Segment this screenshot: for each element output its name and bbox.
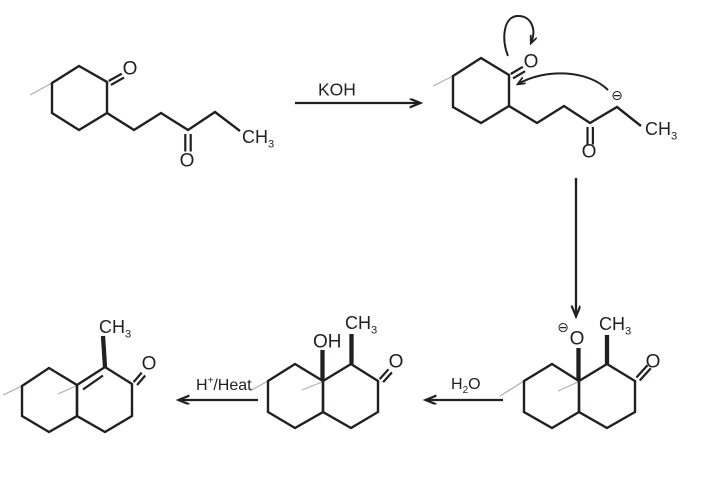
curved-arrow-pi-to-oxygen bbox=[503, 14, 533, 57]
methyl-text: CH bbox=[99, 317, 125, 337]
ring-carbonyl-double-bond bbox=[378, 368, 393, 383]
bold-bond-to-methyl bbox=[100, 335, 108, 368]
label-methyl-m1: CH3 bbox=[242, 127, 274, 150]
alkene-inner-line bbox=[82, 374, 104, 391]
methyl-text: CH bbox=[645, 119, 671, 139]
label-methyl-m3: CH3 bbox=[599, 314, 631, 337]
ring-carbonyl-double-bond bbox=[510, 65, 526, 80]
cyclohexane-ring bbox=[50, 64, 109, 132]
molecule-enone-product bbox=[20, 335, 147, 434]
label-hydroxyl-m4: OH bbox=[313, 331, 342, 353]
right-ring bbox=[321, 362, 380, 430]
curved-arrow-carbanion-attack bbox=[518, 72, 609, 91]
label-oxygen-m3-alkoxide: O bbox=[569, 328, 585, 350]
ring-carbonyl-double-bond bbox=[635, 364, 652, 382]
label-methyl-m4: CH3 bbox=[345, 313, 377, 336]
faint-attachment-lines bbox=[2, 75, 579, 397]
ring-carbonyl-double-bond bbox=[108, 72, 125, 86]
side-chain bbox=[508, 104, 642, 127]
label-oxygen-m1-chain: O bbox=[179, 150, 195, 172]
molecule-enolate bbox=[451, 56, 642, 145]
label-methyl-m5: CH3 bbox=[99, 317, 131, 340]
methyl-subscript: 3 bbox=[371, 324, 378, 337]
label-methyl-m2: CH3 bbox=[645, 119, 677, 142]
h2o-text: H bbox=[451, 376, 463, 393]
methyl-text: CH bbox=[345, 313, 371, 333]
molecule-ketol-bicyclic bbox=[266, 334, 393, 430]
h2o-oxygen-text: O bbox=[468, 376, 481, 393]
label-h2o-reagent: H2O bbox=[451, 376, 481, 397]
methyl-subscript: 3 bbox=[625, 325, 632, 338]
methyl-text: CH bbox=[599, 314, 625, 334]
chain-carbonyl-double-bond bbox=[184, 134, 192, 152]
acid-superscript: + bbox=[207, 375, 214, 387]
negative-charge-enolate-icon: ⊖ bbox=[611, 88, 623, 104]
molecule-diketone bbox=[50, 64, 241, 152]
label-oxygen-m5-ring: O bbox=[141, 353, 157, 375]
right-ring bbox=[75, 365, 134, 434]
right-ring bbox=[577, 362, 637, 430]
methyl-subscript: 3 bbox=[268, 138, 275, 151]
label-oxygen-m3-ring: O bbox=[645, 351, 661, 373]
left-ring bbox=[20, 366, 79, 434]
cyclohexane-ring bbox=[451, 56, 511, 125]
acid-text: H bbox=[196, 377, 208, 394]
label-oxygen-m4-ring: O bbox=[388, 351, 404, 373]
left-ring bbox=[266, 362, 325, 430]
label-oxygen-m2-chain: O bbox=[581, 141, 597, 163]
ring-carbonyl-double-bond bbox=[132, 371, 147, 386]
label-oxygen-m1-ring: O bbox=[122, 58, 138, 80]
methyl-subscript: 3 bbox=[125, 328, 132, 341]
heat-text: /Heat bbox=[213, 377, 252, 394]
chain-carbonyl-double-bond bbox=[586, 127, 595, 145]
side-chain bbox=[106, 110, 241, 132]
left-ring bbox=[522, 362, 581, 430]
methyl-subscript: 3 bbox=[671, 130, 678, 143]
molecule-alkoxide-bicyclic bbox=[522, 335, 652, 430]
label-oxygen-m2-ring: O bbox=[523, 51, 539, 73]
negative-charge-alkoxide-icon: ⊖ bbox=[557, 320, 569, 336]
h2o-subscript: 2 bbox=[462, 385, 469, 397]
methyl-text: CH bbox=[242, 127, 268, 147]
label-koh-reagent: KOH bbox=[318, 79, 356, 100]
label-acid-heat-reagent: H+/Heat bbox=[196, 375, 252, 394]
